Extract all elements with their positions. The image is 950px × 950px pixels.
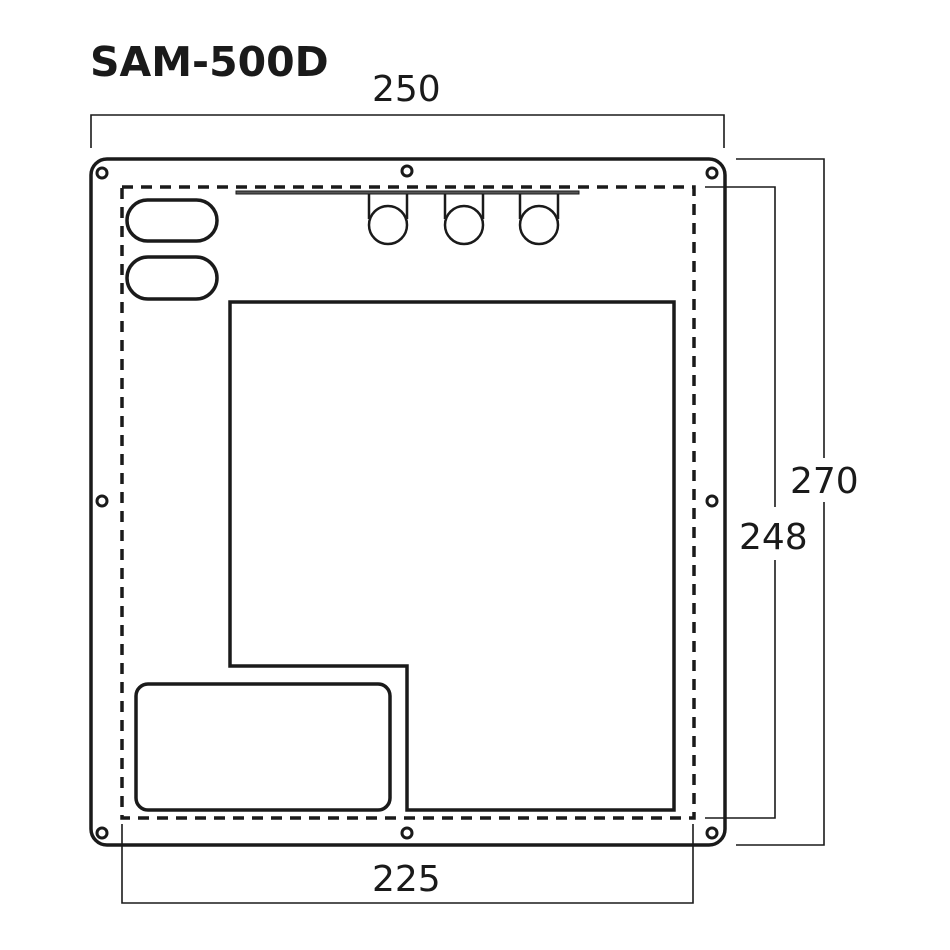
connector-2 (443, 194, 485, 246)
hole-icon (95, 166, 109, 180)
oval-cutout (125, 198, 219, 243)
round-connectors (367, 194, 560, 246)
hole-icon (400, 826, 414, 840)
outer-width-label: 250 (372, 69, 441, 110)
hole-icon (95, 494, 109, 508)
hole-icon (95, 826, 109, 840)
hole-icon (400, 164, 414, 178)
main-cutout (228, 300, 676, 812)
inner-width-dimension (121, 824, 694, 904)
model-title: SAM-500D (90, 38, 329, 86)
connector-bar (235, 190, 580, 195)
inner-height-dimension (705, 186, 776, 819)
oval-cutout (125, 255, 219, 301)
oval-cutouts (125, 198, 219, 301)
hole-icon (705, 166, 719, 180)
hole-icon (705, 494, 719, 508)
cutout-outline-dashed (120, 185, 696, 820)
panel-outline (89, 157, 727, 847)
hole-icon (705, 826, 719, 840)
outer-height-dimension (736, 158, 825, 846)
outer-width-dimension (90, 114, 725, 148)
connector-3 (518, 194, 560, 246)
inner-width-label: 225 (372, 859, 441, 900)
connector-1 (367, 194, 409, 246)
mounting-holes (95, 164, 719, 840)
inner-height-label: 248 (739, 517, 808, 558)
rect-cutout (134, 682, 392, 812)
outer-height-label: 270 (790, 461, 859, 502)
